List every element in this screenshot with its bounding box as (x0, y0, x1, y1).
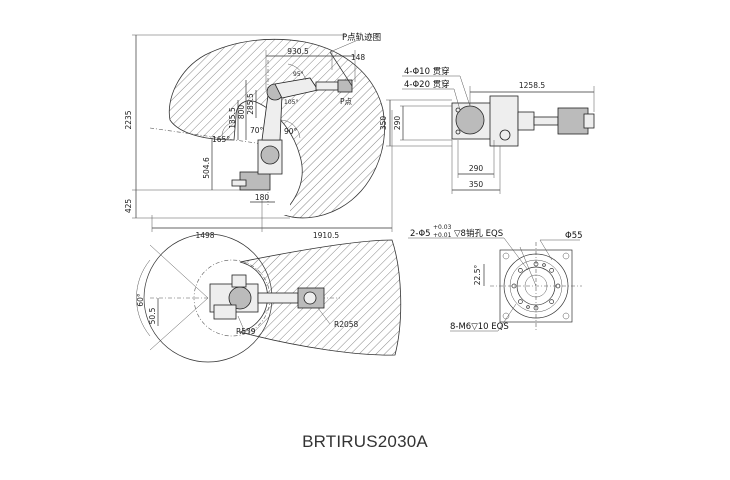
dim-depth-350: 350 (379, 116, 388, 131)
angle-60: 60° (136, 293, 145, 307)
dia-55: Φ55 (565, 231, 583, 241)
dim-arm-285: 285.5 (246, 93, 255, 115)
hole-note-10: 4-Φ10 贯穿 (404, 66, 450, 77)
trajectory-title: P点轨迹图 (342, 32, 381, 43)
robot-side-silhouette (231, 51, 353, 191)
dim-offset-50: 50.5 (148, 307, 157, 324)
side-view: P点轨迹图 P点 2235 425 1498 1910.5 930.5 148 … (124, 32, 393, 240)
radius-2058: R2058 (334, 320, 359, 329)
dim-base-180: 180 (255, 193, 270, 202)
thread-note: 8-M6▽10 EQS (450, 322, 509, 332)
flange-bolt-holes (511, 261, 561, 311)
angle-70: 70° (250, 126, 264, 135)
angle-95: 95° (293, 71, 304, 78)
angle-105: 105° (284, 99, 298, 106)
dim-wrist-offset: 148 (351, 53, 366, 62)
pin-note: 2-Φ5 (410, 229, 431, 239)
robot-top-silhouette (209, 274, 325, 320)
pin-tol-upper: +0.03 (433, 224, 452, 231)
dim-top-reach: 930.5 (287, 47, 309, 56)
dim-arm-800: 800 (237, 105, 246, 120)
dim-depth-290: 290 (393, 116, 402, 131)
hole-note-20: 4-Φ20 贯穿 (404, 79, 450, 90)
angle-90: 90° (284, 127, 298, 136)
model-name: BRTIRUS2030A (302, 432, 428, 451)
dim-width-350: 350 (469, 180, 484, 189)
top-view: 60° 50.5 R539 R2058 (136, 233, 402, 363)
dim-reach-front: 1910.5 (313, 231, 339, 240)
angle-22: 22.5° (473, 265, 482, 286)
dim-arm-135: 135.5 (228, 107, 237, 129)
dim-base-504: 504.6 (202, 157, 211, 179)
dim-total-height: 2235 (124, 110, 133, 129)
flange-view: 2-Φ5 +0.03 +0.01 ▽8销孔 EQS Φ55 22.5° 8-M6… (408, 224, 583, 332)
robot-base-silhouette (451, 95, 595, 147)
angle-165: 165° (212, 135, 230, 144)
dim-base-height: 425 (124, 199, 133, 214)
point-label: P点 (340, 97, 353, 106)
dim-width-290: 290 (469, 164, 484, 173)
radius-539: R539 (236, 327, 256, 336)
pin-tol-lower: +0.01 (433, 232, 452, 239)
dim-reach-back: 1498 (195, 231, 214, 240)
dim-length: 1258.5 (519, 81, 545, 90)
base-view: 4-Φ10 贯穿 4-Φ20 贯穿 1258.5 350 290 290 350 (379, 66, 595, 194)
pin-note-rest: ▽8销孔 EQS (454, 228, 503, 239)
